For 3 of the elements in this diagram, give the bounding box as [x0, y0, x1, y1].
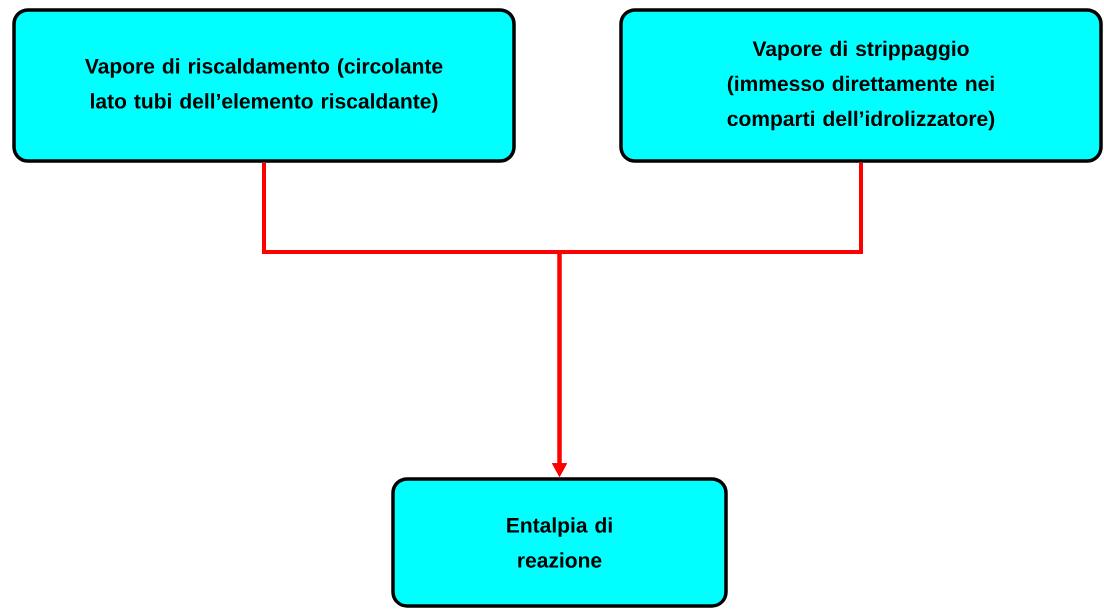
- process-box: Entalpia di reazione: [391, 477, 728, 608]
- process-box: Vapore di strippaggio (immesso direttamente nei comparti dell’idrolizzatore): [619, 8, 1103, 163]
- process-box: Vapore di riscaldamento (circolante lato tubi dell’elemento riscaldante): [12, 8, 516, 163]
